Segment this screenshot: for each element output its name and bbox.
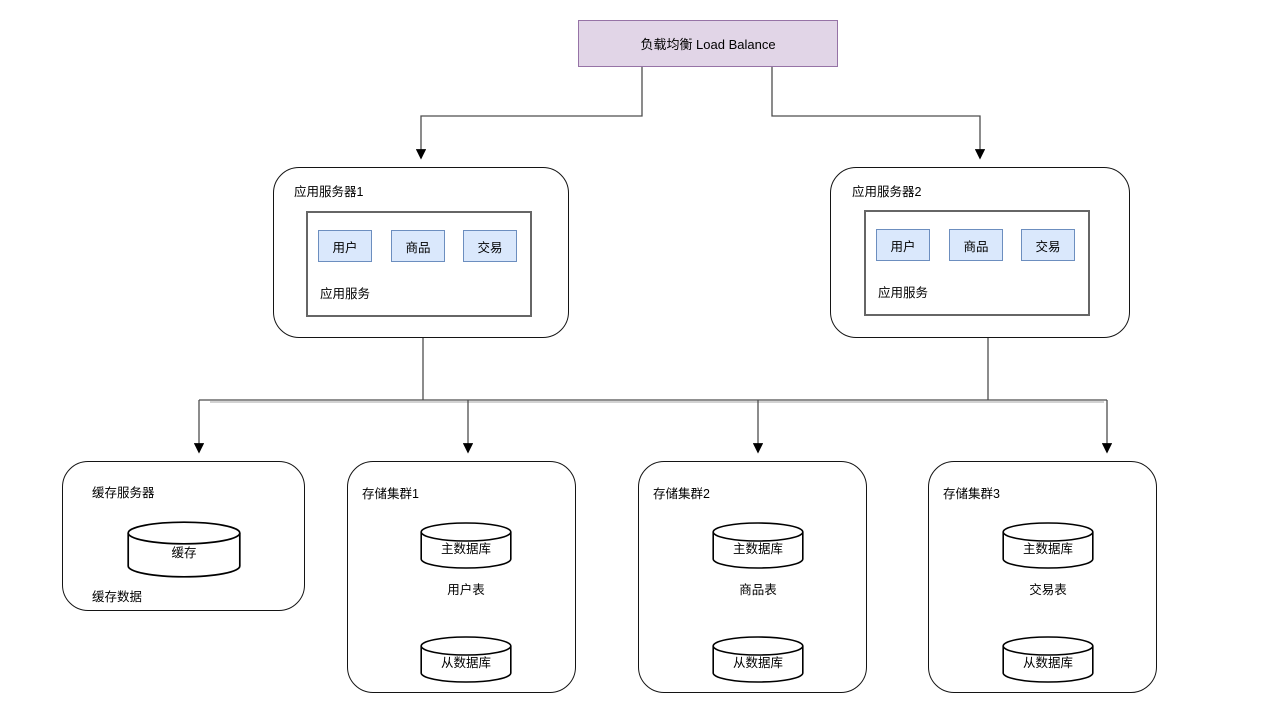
connector-lb-to-appserver2[interactable] bbox=[771, 67, 986, 160]
app-server-1-service-group[interactable]: 用户 商品 交易 应用服务 bbox=[306, 211, 532, 317]
slave-db-cylinder[interactable]: 从数据库 bbox=[420, 636, 512, 683]
module-user-label: 用户 bbox=[890, 239, 916, 254]
load-balancer-node[interactable]: 负载均衡 Load Balance bbox=[578, 20, 838, 67]
app-server-2-label: 应用服务器2 bbox=[852, 185, 922, 199]
slave-db-label: 从数据库 bbox=[732, 656, 783, 670]
app-server-1-node[interactable]: 应用服务器1 用户 商品 交易 应用服务 bbox=[273, 167, 569, 338]
cache-server-node[interactable]: 缓存服务器 缓存 缓存数据 bbox=[62, 461, 305, 611]
module-trade[interactable]: 交易 bbox=[463, 230, 517, 262]
table-name-label: 用户表 bbox=[447, 583, 485, 597]
connector-lb-to-appserver1[interactable] bbox=[415, 67, 643, 160]
slave-db-cylinder[interactable]: 从数据库 bbox=[712, 636, 804, 683]
cache-server-label: 缓存服务器 bbox=[92, 486, 155, 500]
storage-cluster-1-label: 存储集群1 bbox=[362, 487, 419, 501]
slave-db-label: 从数据库 bbox=[440, 656, 491, 670]
cache-cylinder[interactable]: 缓存 bbox=[127, 521, 241, 578]
table-name-label: 交易表 bbox=[1029, 583, 1067, 597]
storage-cluster-3-label: 存储集群3 bbox=[943, 487, 1000, 501]
module-product-label: 商品 bbox=[963, 239, 989, 254]
storage-cluster-2-node[interactable]: 存储集群2 主数据库 商品表 从数据库 bbox=[638, 461, 867, 693]
module-product-label: 商品 bbox=[405, 240, 431, 255]
master-db-label: 主数据库 bbox=[1022, 542, 1073, 556]
service-group-1-label: 应用服务 bbox=[320, 287, 371, 301]
slave-db-cylinder[interactable]: 从数据库 bbox=[1002, 636, 1094, 683]
load-balancer-label: 负载均衡 Load Balance bbox=[640, 37, 776, 52]
slave-db-label: 从数据库 bbox=[1022, 656, 1073, 670]
module-trade-label: 交易 bbox=[477, 240, 503, 255]
master-db-label: 主数据库 bbox=[440, 542, 491, 556]
module-trade[interactable]: 交易 bbox=[1021, 229, 1075, 261]
master-db-label: 主数据库 bbox=[732, 542, 783, 556]
module-user[interactable]: 用户 bbox=[876, 229, 930, 261]
app-server-2-service-group[interactable]: 用户 商品 交易 应用服务 bbox=[864, 210, 1090, 316]
cache-data-note: 缓存数据 bbox=[92, 590, 143, 604]
module-product[interactable]: 商品 bbox=[949, 229, 1003, 261]
module-trade-label: 交易 bbox=[1035, 239, 1061, 254]
storage-cluster-1-node[interactable]: 存储集群1 主数据库 用户表 从数据库 bbox=[347, 461, 576, 693]
module-product[interactable]: 商品 bbox=[391, 230, 445, 262]
module-user[interactable]: 用户 bbox=[318, 230, 372, 262]
service-group-2-label: 应用服务 bbox=[878, 286, 929, 300]
module-user-label: 用户 bbox=[332, 240, 358, 255]
table-name-label: 商品表 bbox=[739, 583, 777, 597]
storage-cluster-2-label: 存储集群2 bbox=[653, 487, 710, 501]
master-db-cylinder[interactable]: 主数据库 bbox=[712, 522, 804, 569]
app-server-1-label: 应用服务器1 bbox=[294, 185, 364, 199]
cache-cylinder-label: 缓存 bbox=[171, 546, 197, 560]
app-server-2-node[interactable]: 应用服务器2 用户 商品 交易 应用服务 bbox=[830, 167, 1130, 338]
master-db-cylinder[interactable]: 主数据库 bbox=[420, 522, 512, 569]
storage-cluster-3-node[interactable]: 存储集群3 主数据库 交易表 从数据库 bbox=[928, 461, 1157, 693]
master-db-cylinder[interactable]: 主数据库 bbox=[1002, 522, 1094, 569]
